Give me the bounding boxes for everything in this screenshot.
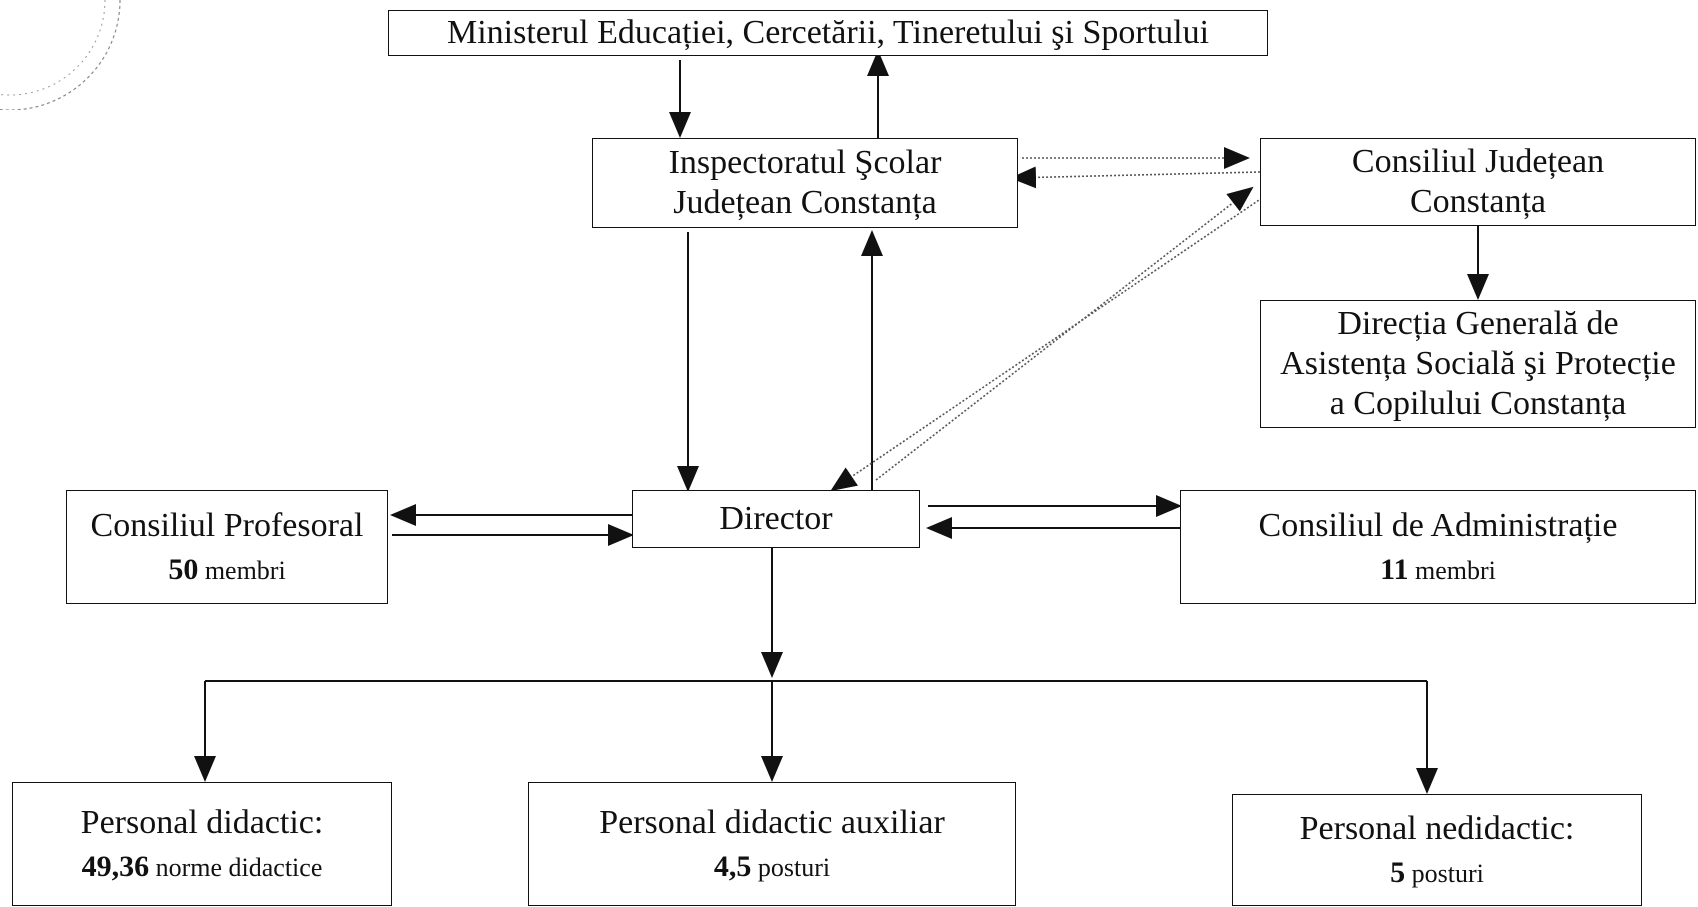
inspectorate-line1: Inspectoratul Şcolar <box>668 143 942 181</box>
teachers-council-count: 50 <box>168 553 199 587</box>
auxiliary-staff-count: 4,5 <box>713 850 752 884</box>
non-teaching-staff-count: 5 <box>1390 856 1406 890</box>
ministry-label: Ministerul Educației, Cercetării, Tinere… <box>446 13 1210 51</box>
auxiliary-staff-label: Personal didactic auxiliar <box>599 804 945 842</box>
teaching-staff-amount: 49,36 norme didactice <box>82 849 323 884</box>
admin-council-label: Consiliul de Administrație <box>1258 507 1618 545</box>
teachers-council-box: Consiliul Profesoral 50 membri <box>66 490 388 604</box>
county-council-box: Consiliul Județean Constanța <box>1260 138 1696 226</box>
non-teaching-staff-label: Personal nedidactic: <box>1299 810 1575 848</box>
ministry-box: Ministerul Educației, Cercetării, Tinere… <box>388 10 1268 56</box>
director-label: Director <box>719 499 833 537</box>
admin-council-count: 11 <box>1380 553 1409 587</box>
non-teaching-staff-amount: 5 posturi <box>1390 855 1484 890</box>
teaching-staff-box: Personal didactic: 49,36 norme didactice <box>12 782 392 906</box>
county-council-line2: Constanța <box>1410 183 1546 220</box>
non-teaching-staff-box: Personal nedidactic: 5 posturi <box>1232 794 1642 906</box>
auxiliary-staff-amount: 4,5 posturi <box>714 849 830 884</box>
teaching-staff-label: Personal didactic: <box>80 804 324 842</box>
social-directorate-line3: a Copilului Constanța <box>1329 385 1627 423</box>
auxiliary-staff-box: Personal didactic auxiliar 4,5 posturi <box>528 782 1016 906</box>
director-box: Director <box>632 490 920 548</box>
inspectorate-line2: Județean Constanța <box>673 184 937 221</box>
non-teaching-staff-unit: posturi <box>1411 859 1484 889</box>
admin-council-unit: membri <box>1414 556 1496 586</box>
teachers-council-members: 50 membri <box>168 552 285 587</box>
teachers-council-unit: membri <box>204 556 286 586</box>
inspectorate-box: Inspectoratul Şcolar Județean Constanța <box>592 138 1018 228</box>
county-council-line1: Consiliul Județean <box>1351 142 1605 180</box>
social-directorate-line1: Direcția Generală de <box>1337 304 1619 342</box>
social-directorate-line2: Asistența Socială şi Protecție <box>1280 344 1676 382</box>
auxiliary-staff-unit: posturi <box>757 853 831 883</box>
admin-council-members: 11 membri <box>1380 552 1496 587</box>
admin-council-box: Consiliul de Administrație 11 membri <box>1180 490 1696 604</box>
teaching-staff-unit: norme didactice <box>155 853 323 883</box>
social-directorate-box: Direcția Generală de Asistența Socială ş… <box>1260 300 1696 428</box>
teaching-staff-count: 49,36 <box>81 850 150 884</box>
teachers-council-label: Consiliul Profesoral <box>90 507 364 545</box>
